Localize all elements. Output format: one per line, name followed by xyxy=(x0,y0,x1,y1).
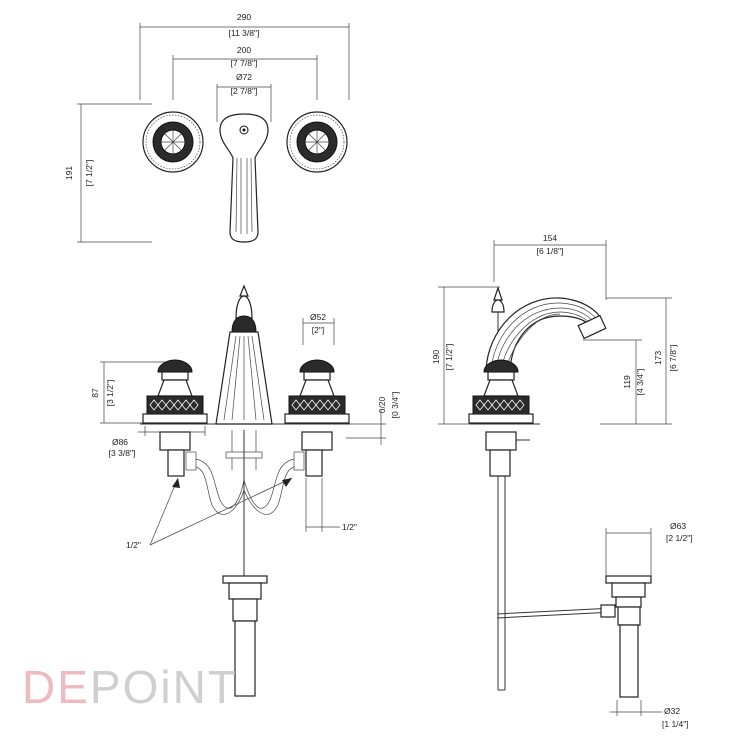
supply-hoses xyxy=(185,430,305,515)
dim-handle-spacing-mm: 200 xyxy=(237,45,251,55)
dim-overall-width-mm: 290 xyxy=(237,12,251,22)
dim-spout-height-in: [6 7/8"] xyxy=(668,345,678,372)
top-left-handle xyxy=(142,111,204,173)
side-tailpiece xyxy=(496,476,615,691)
dim-drain-cap-in: [2 1/2"] xyxy=(666,533,693,543)
brand-logo: DEPOiNT xyxy=(22,664,238,710)
front-view: Ø52 [2"] 87 [3 1/2"] Ø86 [3 3/8"] 0/20 [… xyxy=(90,284,400,697)
dim-outlet-height-mm: 119 xyxy=(622,375,632,389)
front-drain xyxy=(222,430,268,697)
side-view: 154 [6 1/8"] 190 [7 1/2"] 173 [6 7/8"] 1… xyxy=(431,233,693,729)
dim-overall-width-in: [11 3/8"] xyxy=(229,28,260,38)
front-spout xyxy=(215,284,273,425)
dim-handle-spacing-in: [7 7/8"] xyxy=(231,58,258,68)
dim-handle-height-mm: 87 xyxy=(90,388,100,398)
dim-total-height-mm: 190 xyxy=(431,350,441,364)
dim-spout-height-mm: 173 xyxy=(653,351,663,365)
dim-connection-right: 1/2" xyxy=(342,522,357,532)
dim-spout-reach-mm: 154 xyxy=(543,233,557,243)
dim-handle-height-in: [3 1/2"] xyxy=(105,380,115,407)
top-view: 290 [11 3/8"] 200 [7 7/8"] Ø72 [2 7/8"] … xyxy=(64,12,350,243)
dim-connection-left: 1/2" xyxy=(126,540,141,550)
dim-drain-cap-mm: Ø63 xyxy=(670,521,686,531)
dim-handle-base-mm: Ø86 xyxy=(112,437,128,447)
top-right-handle xyxy=(286,111,348,173)
side-body xyxy=(468,359,534,477)
dim-handle-top-in: [2"] xyxy=(312,325,324,335)
brand-logo-part2: POiNT xyxy=(89,661,238,713)
brand-logo-part1: DE xyxy=(22,661,90,713)
dim-outlet-height-in: [4 3/4"] xyxy=(635,369,645,396)
dim-deck-in: [0 3/4"] xyxy=(390,392,400,419)
dim-handle-top-mm: Ø52 xyxy=(310,312,326,322)
dim-spout-base-in: [2 7/8"] xyxy=(231,86,258,96)
dim-spout-base-mm: Ø72 xyxy=(236,72,252,82)
dim-drain-pipe-mm: Ø32 xyxy=(664,706,680,716)
side-lift-rod xyxy=(491,286,505,345)
dim-spout-reach-in: [6 1/8"] xyxy=(537,246,564,256)
front-right-handle xyxy=(284,359,350,477)
dim-drain-pipe-in: [1 1/4"] xyxy=(662,719,689,729)
side-spout xyxy=(485,297,607,371)
dim-depth-mm: 191 xyxy=(64,166,74,180)
top-spout xyxy=(219,113,269,243)
side-drain: Ø63 [2 1/2"] Ø32 [1 1/4"] xyxy=(600,521,693,729)
dim-handle-base-in: [3 3/8"] xyxy=(109,448,136,458)
dim-deck-mm: 0/20 xyxy=(377,396,387,413)
dim-total-height-in: [7 1/2"] xyxy=(444,344,454,371)
front-left-handle xyxy=(142,359,208,477)
dim-depth-in: [7 1/2"] xyxy=(84,160,94,187)
